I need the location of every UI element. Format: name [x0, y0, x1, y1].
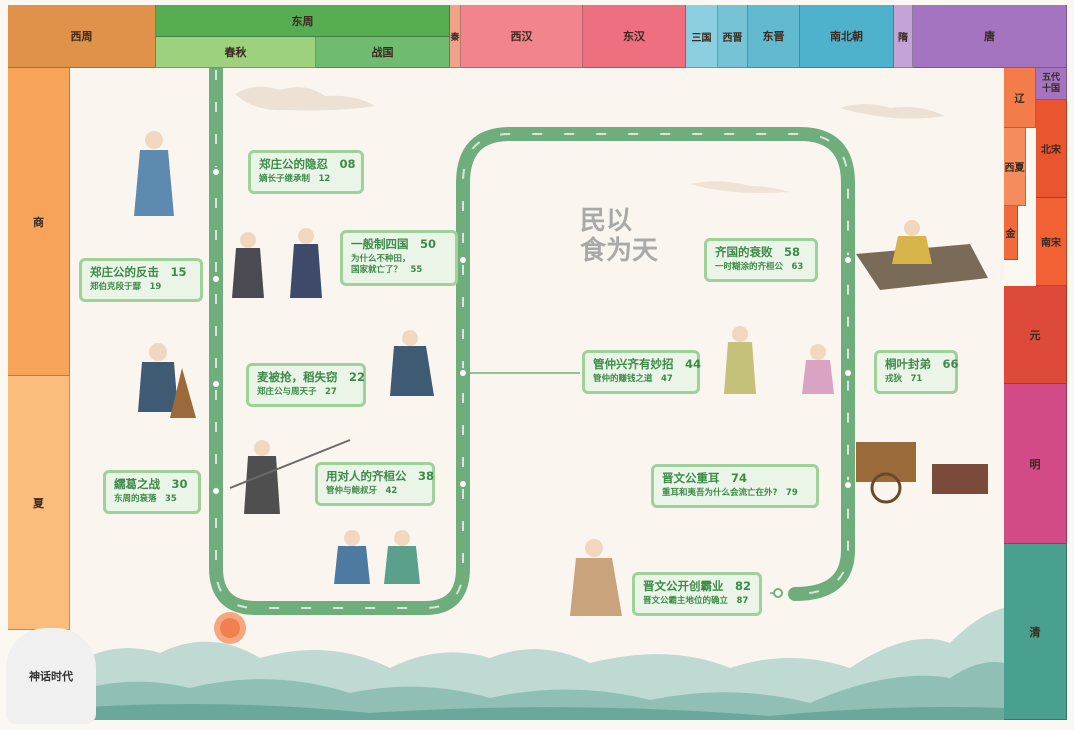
card-title: 麦被抢，稻失窃 22	[257, 370, 366, 384]
era-ming: 明	[1004, 384, 1067, 544]
card-subtitle: 管仲的赚钱之道 47	[593, 374, 673, 384]
era-sui: 隋	[894, 5, 913, 68]
card-qi-decline[interactable]: 齐国的衰败 58 一时糊涂的齐桓公 63	[704, 238, 818, 282]
figure-two-officials	[232, 228, 322, 298]
era-wudai: 五代 十国	[1036, 68, 1067, 100]
card-subtitle: 为什么不种田， 国家就亡了？ 55	[351, 254, 423, 275]
era-jin: 金	[1004, 206, 1018, 260]
era-zhanguo: 战国	[316, 37, 450, 68]
card-subtitle: 管仲与鲍叔牙 42	[326, 486, 398, 496]
card-title: 齐国的衰败 58	[715, 245, 801, 259]
figure-chariot	[856, 442, 988, 504]
path-node	[458, 255, 468, 265]
card-subtitle: 一时糊涂的齐桓公 63	[715, 262, 804, 272]
background-art	[70, 68, 1004, 720]
path-node	[458, 479, 468, 489]
era-xixia: 西夏	[1004, 128, 1026, 206]
path-node	[211, 274, 221, 284]
card-subtitle: 郑伯克段于鄢 19	[90, 282, 162, 292]
era-xihan: 西汉	[461, 5, 583, 68]
card-title: 繻葛之战 30	[114, 477, 188, 491]
card-subtitle: 戎狄 71	[885, 374, 923, 384]
card-guanzhong-reform[interactable]: 管仲兴齐有妙招 44 管仲的赚钱之道 47	[582, 350, 702, 394]
era-qing: 清	[1004, 544, 1067, 720]
card-title: 郑庄公的反击 15	[90, 265, 187, 279]
path-node	[458, 368, 468, 378]
era-shang: 商	[8, 68, 70, 376]
era-yuan: 元	[1004, 286, 1067, 384]
era-donghan: 东汉	[583, 5, 686, 68]
title-calligraphy: 民以 食为天	[580, 206, 659, 266]
era-tang: 唐	[913, 5, 1067, 68]
figure-soldier	[229, 439, 351, 514]
path-node	[843, 480, 853, 490]
card-wheat-rice-stolen[interactable]: 麦被抢，稻失窃 22 郑庄公与周天子 27	[246, 363, 366, 407]
card-subtitle: 晋文公霸主地位的确立 87	[643, 596, 749, 606]
era-qin: 秦	[450, 5, 461, 68]
figure-king-seated	[856, 220, 988, 290]
card-subtitle: 嫡长子继承制 12	[259, 174, 331, 184]
era-dongjin: 东晋	[748, 5, 800, 68]
card-title: 郑庄公的隐忍 08	[259, 157, 356, 171]
card-tongye-fengdi[interactable]: 桐叶封弟 66 戎狄 71	[874, 350, 959, 394]
card-qi-huangong[interactable]: 用对人的齐桓公 38 管仲与鲍叔牙 42	[315, 462, 435, 506]
card-subtitle: 东周的衰落 35	[114, 494, 177, 504]
figure-two-children	[724, 326, 834, 394]
card-title: 一般制四国 50	[351, 237, 437, 251]
era-liao: 辽	[1004, 68, 1036, 128]
era-myth: 神话时代	[6, 628, 96, 724]
era-chunqiu: 春秋	[156, 37, 316, 68]
card-jin-wengong-chonger[interactable]: 晋文公重耳 74 重耳和夷吾为什么会流亡在外? 79	[651, 464, 819, 508]
card-zheng-zhuanggong-counterattack[interactable]: 郑庄公的反击 15 郑伯克段于鄢 19	[79, 258, 203, 302]
card-title: 晋文公开创霸业 82	[643, 579, 752, 593]
figure-zhuang-mother	[134, 131, 174, 216]
era-sanguo: 三国	[686, 5, 718, 68]
era-xia: 夏	[8, 376, 70, 630]
figure-fighter	[390, 330, 434, 396]
card-title: 桐叶封弟 66	[885, 357, 959, 371]
card-zheng-zhuanggong-endurance[interactable]: 郑庄公的隐忍 08 嫡长子继承制 12	[248, 150, 364, 194]
era-dongzhou: 东周	[156, 5, 450, 37]
path-node	[773, 588, 783, 598]
card-four-states[interactable]: 一般制四国 50 为什么不种田， 国家就亡了？ 55	[340, 230, 458, 286]
path-node	[211, 167, 221, 177]
era-beisong: 北宋	[1036, 100, 1067, 198]
card-title: 用对人的齐桓公 38	[326, 469, 435, 483]
card-subtitle: 重耳和夷吾为什么会流亡在外? 79	[662, 488, 798, 498]
main-panel: 民以 食为天 郑庄公的隐忍 08 嫡长子继承制 12 郑庄公的反击 15 郑伯克…	[70, 68, 1004, 720]
path-node	[211, 486, 221, 496]
card-title: 管仲兴齐有妙招 44	[593, 357, 702, 371]
card-title: 晋文公重耳 74	[662, 471, 748, 485]
era-nansong: 南宋	[1036, 198, 1067, 286]
era-xizhou: 西周	[8, 5, 156, 68]
figure-jin-wengong	[570, 539, 622, 616]
figure-farmer	[138, 343, 196, 418]
figure-guanzhong-baoshuya	[334, 530, 420, 584]
path-node	[843, 368, 853, 378]
era-xijin: 西晋	[718, 5, 748, 68]
era-nanbeichao: 南北朝	[800, 5, 894, 68]
card-xuge-battle[interactable]: 繻葛之战 30 东周的衰落 35	[103, 470, 201, 514]
path-node	[843, 255, 853, 265]
path-node	[211, 379, 221, 389]
card-subtitle: 郑庄公与周天子 27	[257, 387, 337, 397]
card-jin-wengong-hegemony[interactable]: 晋文公开创霸业 82 晋文公霸主地位的确立 87	[632, 572, 762, 616]
